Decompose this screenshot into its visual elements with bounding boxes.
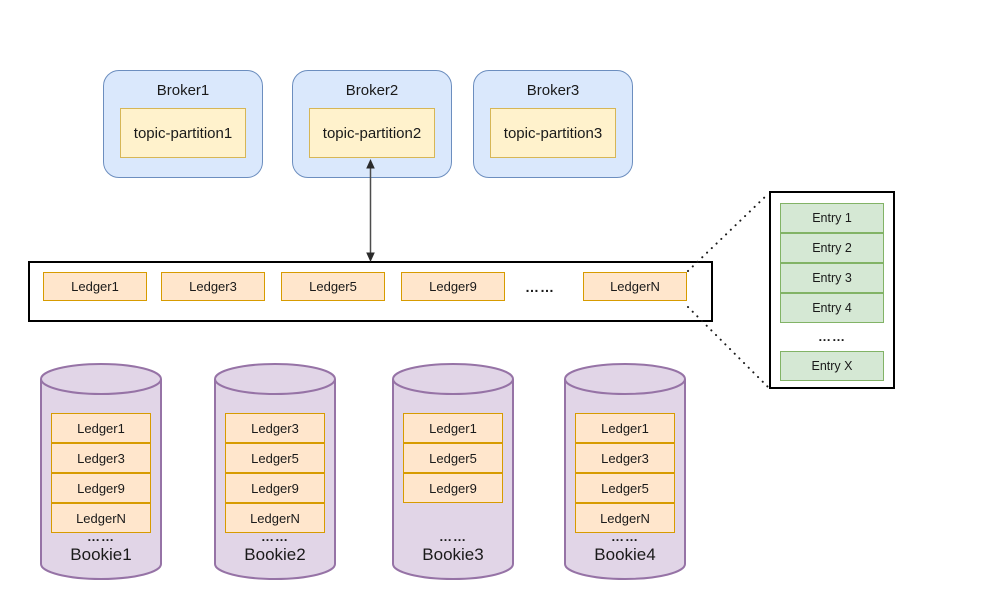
bookie-ledger: Ledger3 [51, 443, 151, 473]
entry-box: Entry 4 [780, 293, 884, 323]
bookie-ledger: Ledger1 [403, 413, 503, 443]
entry-box: Entry 1 [780, 203, 884, 233]
topic-partition3-box: topic-partition3 [490, 108, 616, 158]
broker3-box: Broker3 topic-partition3 [473, 70, 633, 178]
topic-partition1-box: topic-partition1 [120, 108, 246, 158]
ledger-box: Ledger1 [43, 272, 147, 301]
broker3-label: Broker3 [526, 82, 580, 99]
entry-box-last: Entry X [780, 351, 884, 381]
broker1-box: Broker1 topic-partition1 [103, 70, 263, 178]
bookie-ledger: Ledger9 [225, 473, 325, 503]
ledger-row: Ledger1 Ledger3 Ledger5 Ledger9 …… Ledge… [28, 261, 713, 322]
entry-panel-ellipsis: …… [818, 329, 846, 344]
bookie-ledger: Ledger1 [51, 413, 151, 443]
ledger-box: Ledger9 [401, 272, 505, 301]
bookie-ledger: Ledger3 [575, 443, 675, 473]
bookie-ledger: Ledger5 [225, 443, 325, 473]
ledger-box-last: LedgerN [583, 272, 687, 301]
bookie4-ellipsis: …… [611, 529, 639, 544]
topic-partition2-box: topic-partition2 [309, 108, 435, 158]
bookie-ledger: LedgerN [575, 503, 675, 533]
ledger-entry-connector-top [687, 193, 769, 272]
ledger-box: Ledger5 [281, 272, 385, 301]
bookie4-cylinder: Ledger1 Ledger3 Ledger5 LedgerN …… Booki… [564, 363, 686, 580]
bookie3-cylinder: Ledger1 Ledger5 Ledger9 …… Bookie3 [392, 363, 514, 580]
bookie-ledger: LedgerN [51, 503, 151, 533]
bookie-ledger: LedgerN [225, 503, 325, 533]
bookie3-ellipsis: …… [439, 529, 467, 544]
ledger-row-ellipsis: …… [525, 278, 555, 295]
bookie2-label: Bookie2 [244, 545, 306, 564]
bookie4-label: Bookie4 [594, 545, 656, 564]
bookie-ledger: Ledger5 [575, 473, 675, 503]
bookie-ledger: Ledger9 [403, 473, 503, 503]
bookie-ledger: Ledger3 [225, 413, 325, 443]
ledger-box: Ledger3 [161, 272, 265, 301]
entry-box: Entry 2 [780, 233, 884, 263]
broker2-box: Broker2 topic-partition2 [292, 70, 452, 178]
bookie1-label: Bookie1 [70, 545, 132, 564]
bookie-ledger: Ledger5 [403, 443, 503, 473]
bookie-ledger: Ledger9 [51, 473, 151, 503]
broker2-label: Broker2 [345, 82, 399, 99]
broker1-label: Broker1 [156, 82, 210, 99]
bookie2-ellipsis: …… [261, 529, 289, 544]
bookie3-label: Bookie3 [422, 545, 484, 564]
bookie1-ellipsis: …… [87, 529, 115, 544]
entry-panel: Entry 1 Entry 2 Entry 3 Entry 4 …… Entry… [769, 191, 895, 389]
bookie1-cylinder: Ledger1 Ledger3 Ledger9 LedgerN …… Booki… [40, 363, 162, 580]
bookie-ledger: Ledger1 [575, 413, 675, 443]
entry-box: Entry 3 [780, 263, 884, 293]
bookie2-cylinder: Ledger3 Ledger5 Ledger9 LedgerN …… Booki… [214, 363, 336, 580]
